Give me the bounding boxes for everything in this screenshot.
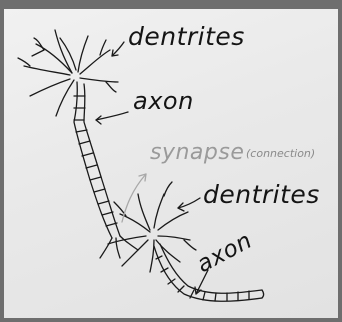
arrow-to-dendrites-top <box>112 42 124 56</box>
label-synapse-note: (connection) <box>246 147 315 160</box>
label-dendrites-top: dentrites <box>128 22 245 51</box>
neuron-top-dendrites <box>18 30 118 116</box>
label-dendrites-bottom: dentrites <box>203 180 320 209</box>
label-synapse: synapse <box>150 140 244 165</box>
label-arrows <box>96 42 208 294</box>
arrow-to-dendrites-bottom <box>178 198 200 208</box>
neuron-top-axon <box>74 82 138 258</box>
label-axon-top: axon <box>133 87 194 115</box>
neuron-bottom-dendrites <box>108 182 196 272</box>
